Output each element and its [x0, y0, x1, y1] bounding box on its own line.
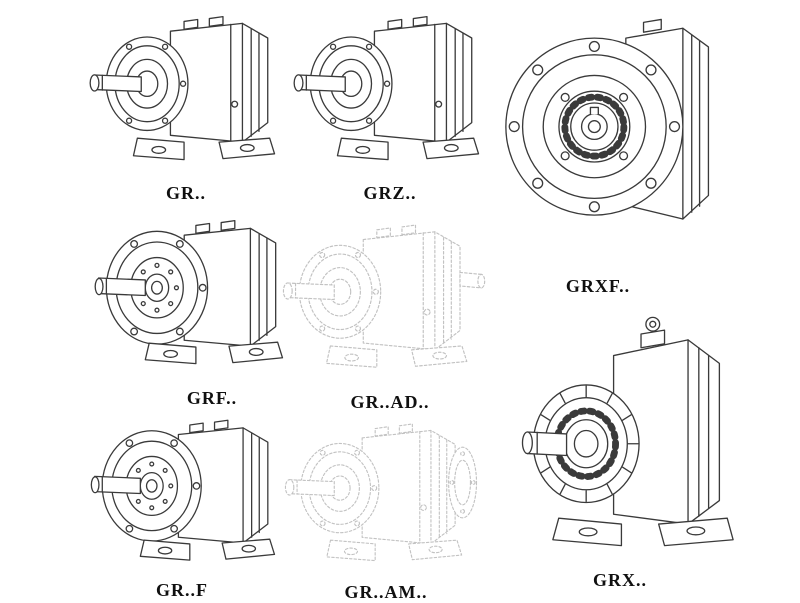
figure-gr — [88, 2, 284, 182]
figure-gr-am — [282, 410, 486, 582]
label-gr-am: GR..AM.. — [344, 582, 428, 602]
label-gr: GR.. — [166, 183, 206, 203]
drawing-gr-ad — [282, 224, 486, 368]
label-grz: GRZ.. — [363, 183, 417, 203]
drawing-gr-f — [90, 419, 276, 561]
drawing-grx — [521, 316, 734, 547]
drawing-grxf — [505, 18, 710, 220]
label-grf: GRF.. — [186, 388, 238, 408]
figure-grxf — [498, 2, 734, 264]
label-gr-ad: GR..AD.. — [350, 392, 430, 412]
figure-grf — [92, 206, 292, 386]
figure-gr-f — [86, 406, 286, 582]
label-grx: GRX.. — [593, 570, 647, 590]
label-grxf: GRXF.. — [565, 276, 631, 296]
figure-grz — [292, 2, 488, 182]
input-adapter-shaft — [459, 271, 486, 289]
drawing-gr — [89, 15, 276, 161]
label-gr-f: GR..F — [156, 580, 208, 600]
drawing-grf — [94, 219, 284, 365]
drawing-gr-am — [284, 423, 478, 562]
figure-grx — [498, 298, 738, 564]
motor-flange — [448, 446, 478, 519]
drawing-grz — [293, 15, 480, 161]
figure-gr-ad — [282, 210, 490, 390]
